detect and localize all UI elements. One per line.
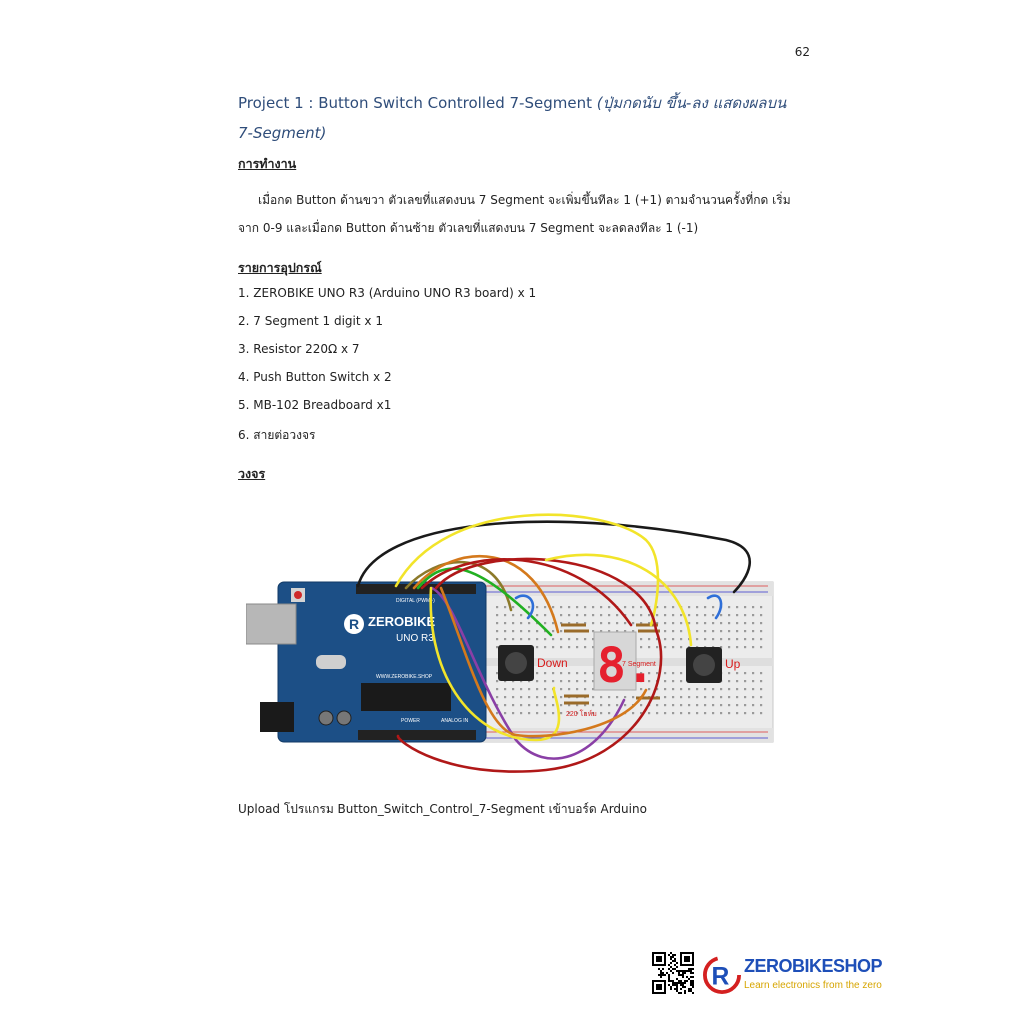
board-digital-label: DIGITAL (PWM~) [396, 598, 435, 604]
wire-red-right [396, 557, 663, 773]
zerobikeshop-logo-icon: R [703, 956, 741, 994]
page-number: 62 [794, 45, 810, 59]
equipment-item: 4. Push Button Switch x 2 [238, 370, 392, 384]
equipment-item: 2. 7 Segment 1 digit x 1 [238, 314, 383, 328]
resistors [561, 623, 660, 705]
equipment-item: 5. MB-102 Breadboard x1 [238, 398, 392, 412]
equipment-item: 6. สายต่อวงจร [238, 428, 316, 442]
wire-red-top [420, 558, 633, 627]
breadboard-holes [496, 606, 763, 715]
wire-yellow [394, 513, 660, 627]
upload-caption: Upload โปรแกรม Button_Switch_Control_7-S… [238, 802, 647, 816]
project-title-main: Project 1 : Button Switch Controlled 7-S… [238, 94, 592, 112]
board-brand-label: ZEROBIKE [368, 614, 436, 629]
seven-segment-label: 7 Segment [622, 661, 656, 668]
operation-text-body: เมื่อกด Button ด้านขวา ตัวเลขที่แสดงบน 7… [238, 193, 791, 235]
svg-text:R: R [712, 964, 730, 991]
board-site-label: WWW.ZEROBIKE.SHOP [376, 674, 433, 680]
up-button [686, 647, 722, 683]
project-title-thai: (ปุ่มกดนับ ขึ้น-ลง แสดงผลบน 7-Segment) [238, 94, 787, 142]
up-label: Up [725, 657, 741, 671]
footer-brand: ZEROBIKESHOP [744, 956, 883, 976]
circuit-diagram: R ZEROBIKE UNO R3 WWW.ZEROBIKE.SHOP DIGI… [246, 513, 774, 773]
equipment-item: 1. ZEROBIKE UNO R3 (Arduino UNO R3 board… [238, 286, 537, 300]
wire-yellow-low [429, 586, 561, 742]
board-model-label: UNO R3 [396, 633, 434, 644]
wire-yellow-right [544, 553, 693, 647]
wire-orange-low [439, 586, 648, 738]
equipment-heading: รายการอุปกรณ์ [238, 260, 322, 275]
arduino-board: R ZEROBIKE UNO R3 WWW.ZEROBIKE.SHOP DIGI… [246, 581, 487, 743]
jumper-wires [356, 513, 751, 773]
project-title: Project 1 : Button Switch Controlled 7-S… [238, 88, 798, 148]
qr-code [652, 952, 694, 994]
resistor-label: 220 โอห์ม [566, 709, 597, 718]
down-label: Down [537, 656, 568, 670]
wire-purple [430, 586, 626, 760]
seven-segment-display: 8. [593, 631, 655, 694]
board-power-label: POWER [401, 718, 420, 724]
down-button [498, 645, 534, 681]
wire-orange-top [412, 554, 560, 634]
wire-blue-2 [706, 594, 723, 620]
seven-segment-digit: 8. [597, 638, 655, 694]
board-analog-label: ANALOG IN [441, 718, 469, 724]
wire-olive [404, 560, 513, 612]
equipment-item: 3. Resistor 220Ω x 7 [238, 342, 360, 356]
circuit-heading: วงจร [238, 466, 266, 481]
board-logo-letter: R [349, 616, 359, 632]
wire-black [356, 520, 751, 594]
footer-tagline: Learn electronics from the zero [744, 980, 882, 991]
wire-blue-1 [514, 594, 535, 620]
operation-text: เมื่อกด Button ด้านขวา ตัวเลขที่แสดงบน 7… [238, 186, 808, 242]
wire-green [416, 567, 553, 637]
operation-heading: การทำงาน [238, 156, 297, 171]
